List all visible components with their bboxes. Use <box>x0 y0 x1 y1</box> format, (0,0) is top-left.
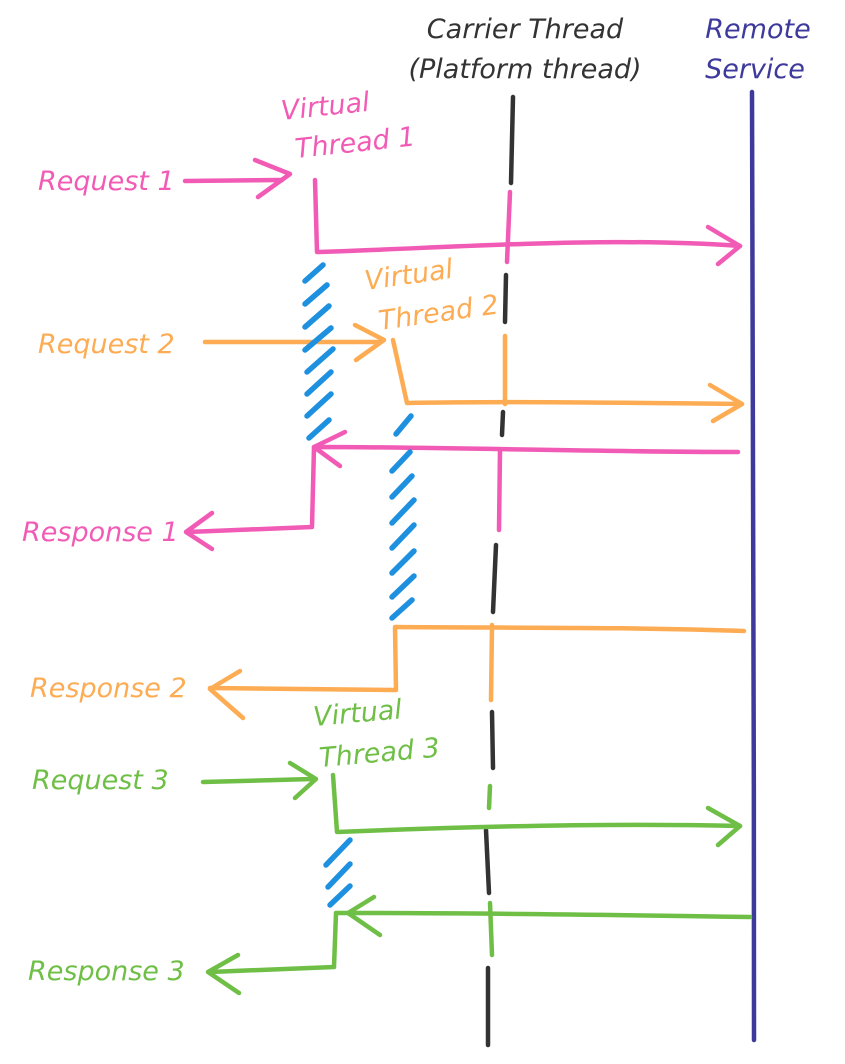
carrier-thread-lifeline <box>483 94 516 1048</box>
request-1-arrow <box>182 177 285 184</box>
remote-service-sublabel: Service <box>705 54 805 85</box>
vt3-send-arrowhead <box>705 805 743 848</box>
vt1-send-path <box>312 177 743 255</box>
vt2-send-arrowhead <box>707 382 745 424</box>
remote-service-lifeline <box>749 89 757 1043</box>
carrier-segment-vt3-resume <box>487 900 495 958</box>
vt3-return-arrowhead <box>345 894 383 938</box>
response-3-arrowhead <box>205 952 242 996</box>
vt1-response-path <box>185 444 741 535</box>
vt2-label: Virtual <box>363 254 456 297</box>
request-3-label: Request 3 <box>32 765 169 796</box>
carrier-thread-sublabel: (Platform thread) <box>408 54 641 85</box>
vt1-send-arrowhead <box>705 224 743 267</box>
request-3-arrow <box>200 776 315 785</box>
vt1-sublabel: Thread 1 <box>293 122 416 165</box>
remote-service-label: Remote <box>705 14 810 45</box>
response-1-label: Response 1 <box>22 517 179 548</box>
carrier-segment-vt2-resume <box>488 622 495 703</box>
carrier-segment-idle <box>499 409 506 438</box>
request-2-label: Request 2 <box>38 329 175 360</box>
carrier-segment-idle <box>490 542 499 615</box>
vt3-send-path <box>330 772 743 835</box>
virtual-thread-1 <box>182 157 743 552</box>
vt3-sublabel: Thread 3 <box>318 733 441 774</box>
virtual-thread-3 <box>200 760 753 996</box>
vt1-label: Virtual <box>279 87 371 127</box>
response-3-label: Response 3 <box>28 956 185 987</box>
request-1-arrowhead <box>252 157 293 200</box>
request-2-arrowhead <box>352 322 387 363</box>
virtual-thread-2 <box>202 322 747 721</box>
vt1-return-arrowhead <box>311 429 348 469</box>
vt3-blocked-hatching <box>323 837 353 908</box>
carrier-segment-idle <box>483 827 492 896</box>
vt2-blocked-hatching <box>389 413 417 621</box>
carrier-segment-vt3-send <box>486 783 493 811</box>
response-2-arrowhead <box>207 668 246 721</box>
carrier-segment-idle <box>508 94 516 186</box>
response-1-arrowhead <box>183 510 215 552</box>
vt1-blocked-hatching <box>302 262 336 441</box>
vt2-send-path <box>390 337 745 407</box>
vt3-response-path <box>207 910 753 975</box>
carrier-segment-idle <box>489 709 496 771</box>
carrier-thread-label: Carrier Thread <box>427 14 624 45</box>
response-2-label: Response 2 <box>30 673 187 704</box>
carrier-segment-vt1-send <box>504 189 513 265</box>
carrier-segment-vt1-resume <box>496 447 503 533</box>
vt3-label: Virtual <box>312 694 404 733</box>
vt2-response-path <box>207 624 747 693</box>
request-1-label: Request 1 <box>38 166 175 197</box>
carrier-segment-idle <box>502 272 509 325</box>
request-3-arrowhead <box>287 760 319 801</box>
vt2-sublabel: Thread 2 <box>377 289 501 337</box>
